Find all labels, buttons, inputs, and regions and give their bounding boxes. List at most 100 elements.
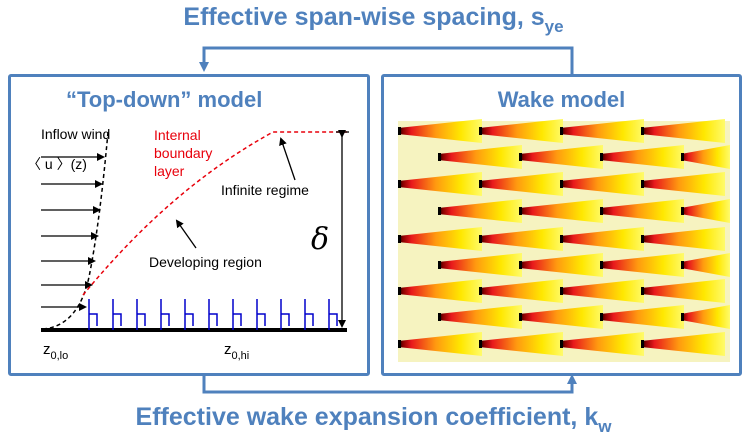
turbine-disk: [398, 235, 401, 243]
wake-model-title: Wake model: [497, 87, 626, 112]
turbine-disk: [438, 261, 441, 269]
wake-streak: [641, 279, 725, 303]
inflow-profile-curve: [42, 131, 109, 330]
turbine-disk: [681, 313, 684, 321]
bottom-connector-arrow: [202, 373, 577, 394]
turbine-disk: [398, 340, 401, 348]
top-down-diagram: Inflow wind 〈 u 〉(z) Internal boundary l…: [27, 126, 349, 362]
wake-streak: [479, 279, 563, 303]
top-down-model-title: “Top-down” model: [66, 87, 263, 112]
wake-streak: [681, 305, 730, 329]
wake-streak: [641, 172, 725, 196]
infinite-regime-pointer: [279, 137, 296, 181]
top-label: Effective span-wise spacing, sye: [183, 3, 564, 36]
wake-streak: [681, 199, 730, 223]
turbine-disk: [479, 127, 482, 135]
turbine-disk: [641, 127, 644, 135]
wake-streak: [479, 172, 563, 196]
turbine-disk: [479, 235, 482, 243]
turbine-disk: [519, 207, 522, 215]
wake-streak: [600, 253, 684, 277]
wake-streak: [519, 199, 603, 223]
turbine-disk: [479, 287, 482, 295]
bottom-label: Effective wake expansion coefficient, kw: [135, 403, 612, 436]
turbine-disk: [519, 261, 522, 269]
turbine-disk: [398, 180, 401, 188]
wake-streak: [600, 145, 684, 169]
turbine-disk: [681, 153, 684, 161]
wake-streak: [398, 227, 482, 251]
wake-streak: [641, 332, 725, 356]
turbine-disk: [519, 313, 522, 321]
wake-field: [398, 119, 730, 362]
turbine-disk: [479, 180, 482, 188]
wake-model-panel: Wake model: [381, 74, 742, 376]
delta-label: δ: [311, 222, 329, 257]
inflow-wind-label: Inflow wind: [41, 126, 110, 142]
wake-streak: [519, 145, 603, 169]
turbine-disk: [519, 153, 522, 161]
turbine-disk: [438, 313, 441, 321]
turbine-disk: [438, 153, 441, 161]
wake-streak: [600, 305, 684, 329]
turbine-disk: [560, 180, 563, 188]
turbine-row: [88, 299, 338, 330]
turbine-disk: [600, 261, 603, 269]
ibl-label-line-2: boundary: [154, 145, 212, 161]
wake-streak: [519, 253, 603, 277]
top-down-model-panel: “Top-down” model: [8, 74, 370, 376]
turbine-disk: [600, 207, 603, 215]
wake-streak: [438, 253, 522, 277]
wake-streak: [438, 145, 522, 169]
turbine-disk: [560, 235, 563, 243]
velocity-profile-label: 〈 u 〉(z): [27, 156, 87, 172]
wake-streak: [681, 253, 730, 277]
turbine-disk: [641, 287, 644, 295]
wake-streak: [479, 227, 563, 251]
wake-streak: [600, 199, 684, 223]
turbine-disk: [560, 340, 563, 348]
turbine-disk: [681, 261, 684, 269]
turbine-disk: [560, 127, 563, 135]
top-connector-arrow: [199, 46, 574, 74]
wake-streak: [681, 145, 730, 169]
internal-boundary-layer-curve: [82, 131, 347, 296]
turbine-disk: [398, 287, 401, 295]
developing-region-label: Developing region: [149, 254, 262, 270]
turbine-disk: [560, 287, 563, 295]
turbine-disk: [641, 235, 644, 243]
turbine-disk: [438, 207, 441, 215]
wake-streaks: [398, 119, 730, 356]
turbine-disk: [398, 127, 401, 135]
wake-streak: [398, 172, 482, 196]
turbine-disk: [641, 180, 644, 188]
ibl-label-line-1: Internal: [154, 127, 201, 143]
wake-streak: [560, 227, 644, 251]
developing-region-pointer: [175, 219, 197, 249]
wake-streak: [641, 119, 725, 143]
wake-streak: [479, 332, 563, 356]
wake-streak: [560, 172, 644, 196]
wake-streak: [479, 119, 563, 143]
z0-hi-label: z0,hi: [224, 341, 249, 362]
turbine-disk: [600, 313, 603, 321]
wake-streak: [398, 119, 482, 143]
inflow-arrows: [41, 153, 105, 311]
turbine-disk: [681, 207, 684, 215]
turbine-disk: [479, 340, 482, 348]
wake-streak: [641, 227, 725, 251]
wake-streak: [560, 279, 644, 303]
turbine-disk: [600, 153, 603, 161]
turbine-disk: [641, 340, 644, 348]
wake-streak: [560, 332, 644, 356]
wake-streak: [519, 305, 603, 329]
wake-streak: [398, 332, 482, 356]
wake-streak: [398, 279, 482, 303]
infinite-regime-label: Infinite regime: [221, 182, 309, 198]
wake-streak: [438, 305, 522, 329]
wake-streak: [438, 199, 522, 223]
ibl-label-line-3: layer: [154, 163, 185, 179]
wake-streak: [560, 119, 644, 143]
z0-lo-label: z0,lo: [43, 341, 68, 362]
